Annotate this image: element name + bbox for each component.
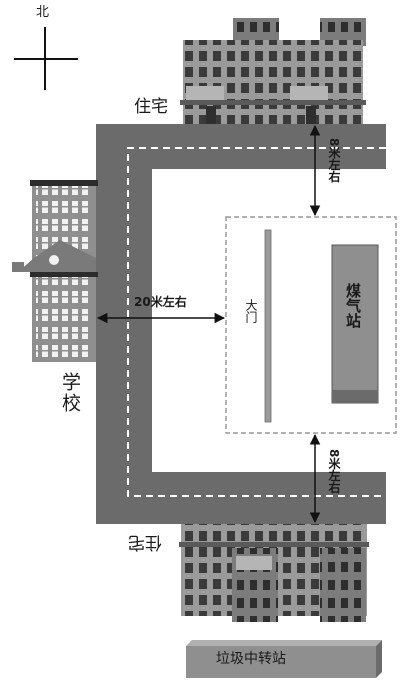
- gas-station-block: [331, 244, 379, 404]
- transfer-station-label: 垃圾中转站: [216, 651, 286, 667]
- compass-icon: [14, 27, 78, 90]
- gas-station-label: 煤气站: [344, 283, 362, 328]
- north-label: 北: [36, 5, 50, 20]
- residential-label-bottom: 住宅: [128, 532, 162, 552]
- school-building: [12, 180, 98, 362]
- residential-label-top: 住宅: [134, 97, 168, 117]
- site-boundary: [225, 216, 397, 434]
- residential-building-top: [180, 18, 366, 124]
- residential-building-bottom: [179, 524, 369, 622]
- distance-label-bottom: 8米左右: [327, 449, 341, 494]
- school-label: 学校: [59, 372, 81, 414]
- gate-label: 大门: [244, 299, 258, 323]
- distance-label-school: 20米左右: [134, 295, 187, 309]
- gate-bar: [264, 229, 272, 423]
- transfer-station-block: [186, 640, 382, 678]
- distance-label-top: 8米左右: [327, 138, 341, 183]
